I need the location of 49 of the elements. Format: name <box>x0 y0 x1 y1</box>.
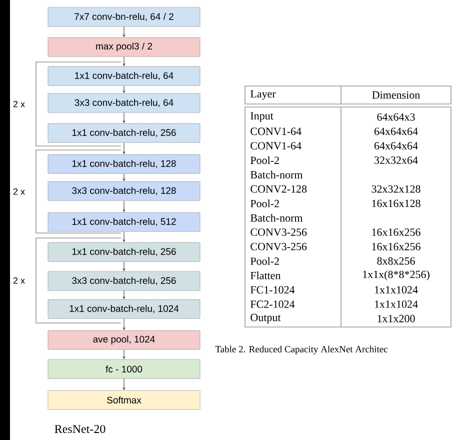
table-cell: 16x16x256 <box>372 242 420 250</box>
layer-box: 1x1 conv-batch-relu, 512 <box>48 212 200 232</box>
table-cell: Batch-norm <box>250 214 303 222</box>
layer-box: 1x1 conv-batch-relu, 128 <box>48 154 200 174</box>
layer-box: ave pool, 1024 <box>48 330 200 350</box>
table-cell: CONV2-128 <box>250 185 307 193</box>
table-cell: 32x32x128 <box>372 185 420 193</box>
table-cell: Pool-2 <box>250 156 279 164</box>
layer-box: 3x3 conv-batch-relu, 256 <box>48 271 200 291</box>
table-cell: CONV1-64 <box>250 142 302 150</box>
table-cell: 1x1x1024 <box>374 300 418 308</box>
table-cell: 16x16x128 <box>372 200 420 208</box>
layer-box: Softmax <box>48 390 200 410</box>
table-cell: CONV1-64 <box>250 128 302 136</box>
table-cell: 1x1x(8*8*256) <box>363 270 430 280</box>
table-cell: 64x64x64 <box>374 142 418 150</box>
table-cell: 64x64x3 <box>377 113 415 121</box>
table-cell: 16x16x256 <box>372 228 420 236</box>
repeat-count: 2 x <box>13 100 25 108</box>
table-cell: Pool-2 <box>250 200 279 208</box>
table-cell: 32x32x64 <box>374 156 418 164</box>
table-cell: Output <box>250 314 281 324</box>
table-cell: Input <box>250 112 274 122</box>
layer-box: fc - 1000 <box>48 359 200 379</box>
table-caption: Table 2. Reduced Capacity AlexNet Architec <box>215 346 388 354</box>
layer-box: 1x1 conv-batch-relu, 64 <box>48 66 200 86</box>
table-cell: CONV3-256 <box>250 228 307 236</box>
column-header: Layer <box>250 90 276 100</box>
table-cell: Pool-2 <box>250 257 279 265</box>
table-cell: Batch-norm <box>250 170 303 178</box>
table-cell: 1x1x1024 <box>374 286 418 294</box>
column-header: Dimension <box>372 91 420 99</box>
layer-box: 7x7 conv-bn-relu, 64 / 2 <box>48 7 200 27</box>
table-cell: 8x8x256 <box>377 257 415 265</box>
table-cell: FC2-1024 <box>250 300 295 308</box>
layer-box: 3x3 conv-batch-relu, 64 <box>48 93 200 113</box>
table-cell: CONV3-256 <box>250 242 307 250</box>
layer-box: 1x1 conv-batch-relu, 256 <box>48 242 200 262</box>
layer-box: 1x1 conv-batch-relu, 256 <box>48 123 200 143</box>
table-cell: 1x1x200 <box>378 314 415 322</box>
layer-box: 3x3 conv-batch-relu, 128 <box>48 181 200 201</box>
table-cell: 64x64x64 <box>374 128 418 136</box>
table-cell: FC1-1024 <box>250 286 295 294</box>
layer-box: 1x1 conv-batch-relu, 1024 <box>48 299 200 319</box>
layer-box: max pool3 / 2 <box>48 37 200 57</box>
figure-caption: ResNet-20 <box>54 424 106 434</box>
table-cell: Flatten <box>250 272 281 280</box>
repeat-count: 2 x <box>13 277 25 284</box>
repeat-count: 2 x <box>13 188 25 195</box>
